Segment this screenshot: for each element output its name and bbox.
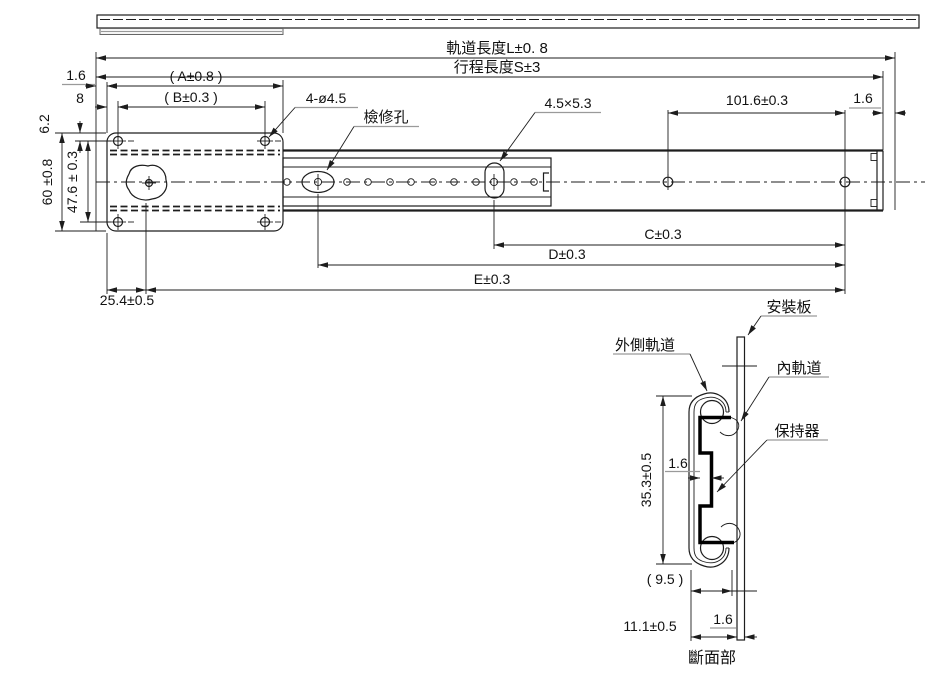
inner-rail-hook-bottom <box>720 522 741 543</box>
callout-holes: 4-ø4.5 <box>306 90 347 106</box>
dim-a: ( A±0.8 ) <box>170 68 223 84</box>
section-dimensions: 35.3±0.5 1.6 ( 9.5 ) 11.1±0.5 1.6 斷面部 <box>623 395 757 667</box>
outer-rail-hole <box>839 174 851 190</box>
extension-lines <box>55 52 896 294</box>
end-notch-bottom <box>870 199 878 207</box>
outer-rail <box>283 149 884 212</box>
dim-cam-offset: 25.4±0.5 <box>100 292 155 308</box>
callout-slot: 4.5×5.3 <box>544 95 591 111</box>
bracket-hole <box>257 133 281 149</box>
label-inner-rail: 內軌道 <box>776 360 821 377</box>
cross-section-view: 安裝板 外側軌道 內軌道 保持器 35.3±0.5 1.6 <box>613 298 829 667</box>
dim-edge-to-hole: 8 <box>76 90 84 106</box>
ball-bottom <box>699 535 725 561</box>
dim-e: E±0.3 <box>474 271 511 287</box>
dim-height: 60 ±0.8 <box>39 158 55 205</box>
label-outer-rail: 外側軌道 <box>615 337 675 354</box>
callouts: 4-ø4.5 檢修孔 4.5×5.3 <box>268 90 601 171</box>
slot-hole-outline <box>484 162 505 199</box>
rail-edge-body <box>96 14 920 29</box>
dim-section-thickness: 1.6 <box>668 455 688 471</box>
dim-c: C±0.3 <box>644 226 681 242</box>
dim-top-offset: 6.2 <box>36 114 52 134</box>
bracket-hole <box>110 214 134 230</box>
callout-inspection-hole: 檢修孔 <box>363 109 408 126</box>
section-labels: 安裝板 外側軌道 內軌道 保持器 <box>613 298 829 493</box>
label-mounting-plate: 安裝板 <box>766 298 811 316</box>
dim-d: D±0.3 <box>548 246 585 262</box>
bracket-hole <box>257 214 281 230</box>
inner-rail-hook-top <box>719 417 740 437</box>
inner-rail-stop-bracket <box>542 172 549 192</box>
mounting-plate-section <box>736 336 746 641</box>
dim-inner-width: ( 9.5 ) <box>647 571 684 587</box>
end-notch-top <box>870 153 878 161</box>
cam-release-hole <box>125 164 168 201</box>
main-plan-view: 軌道長度L±0. 8 行程長度S±3 ( A±0.8 ) 1.6 ( B±0.3… <box>36 40 925 308</box>
top-edge-view <box>96 14 920 35</box>
outer-rail-hole <box>662 174 674 190</box>
dim-plate-thickness: 1.6 <box>713 611 733 627</box>
dimensions: 軌道長度L±0. 8 行程長度S±3 ( A±0.8 ) 1.6 ( B±0.3… <box>36 40 906 308</box>
dim-b: ( B±0.3 ) <box>164 89 218 105</box>
dim-total-width: 11.1±0.5 <box>623 618 677 634</box>
section-caption: 斷面部 <box>688 649 736 667</box>
dim-travel-length: 行程長度S±3 <box>454 59 541 76</box>
inspection-hole-outline <box>301 170 335 194</box>
dim-right-gap: 1.6 <box>853 90 873 106</box>
dim-left-gap: 1.6 <box>66 67 86 83</box>
bracket-holes <box>110 133 281 230</box>
label-retainer: 保持器 <box>774 423 819 440</box>
ball-top <box>699 399 725 425</box>
dim-hole-pitch: 101.6±0.3 <box>726 92 788 108</box>
dim-rail-length: 軌道長度L±0. 8 <box>446 40 548 57</box>
bracket-hole <box>110 133 134 149</box>
hidden-rail-edges <box>110 149 280 212</box>
dim-hole-span: 47.6 ± 0.3 <box>64 151 80 213</box>
dim-section-height: 35.3±0.5 <box>638 453 654 508</box>
inner-rail-holes <box>283 174 538 190</box>
